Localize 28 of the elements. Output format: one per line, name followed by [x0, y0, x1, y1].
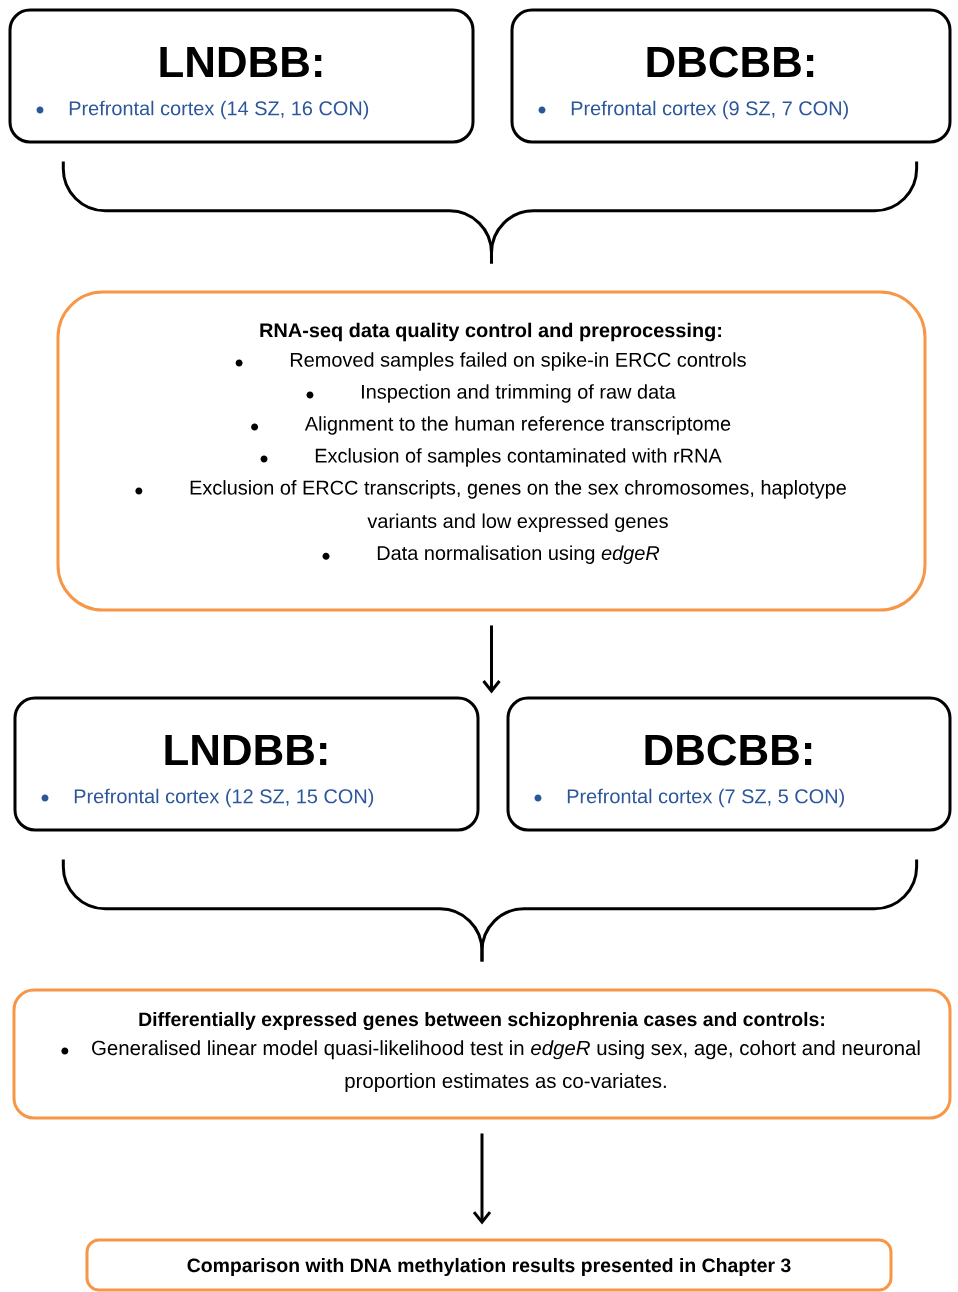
- sample-box: [506, 696, 952, 832]
- box-heading: RNA-seq data quality control and preprocessing:: [260, 322, 721, 342]
- sample-box: [13, 696, 480, 832]
- sample-count: Prefrontal cortex (12 SZ, 15 CON): [74, 788, 374, 808]
- arrow: [482, 625, 501, 694]
- brace-connector: [480, 859, 919, 962]
- brace-connector: [490, 161, 919, 264]
- bullet-item: Alignment to the human reference transcriptome: [304, 416, 731, 435]
- box-heading: Differentially expressed genes between schizophrenia cases and controls:: [139, 1011, 824, 1031]
- arrow: [472, 1133, 492, 1225]
- process-box: [12, 988, 952, 1120]
- result-text: Comparison with DNA methylation results presented in Chapter 3: [187, 1257, 791, 1277]
- bullet-item: Data normalisation using edgeR: [377, 545, 660, 564]
- box-heading: LNDBB:: [160, 46, 322, 78]
- sample-box: [8, 8, 475, 144]
- bullet-item: Generalised linear model quasi-likelihood test in edgeR using sex, age, cohort and neuronal proportion estimates as co-variates.: [92, 1040, 920, 1093]
- result-box: [85, 1238, 893, 1292]
- box-heading: DBCBB:: [645, 734, 812, 766]
- sample-box: [510, 8, 952, 144]
- bullet-item: Inspection and trimming of raw data: [362, 384, 676, 403]
- sample-count: Prefrontal cortex (14 SZ, 16 CON): [69, 100, 369, 120]
- sample-count: Prefrontal cortex (9 SZ, 7 CON): [571, 100, 848, 120]
- box-heading: DBCBB:: [647, 46, 814, 78]
- box-heading: LNDBB:: [165, 734, 327, 766]
- bullet-item: Exclusion of samples contaminated with rRNA: [315, 448, 722, 467]
- process-box: [56, 290, 927, 612]
- bullet-item: Removed samples failed on spike-in ERCC controls: [290, 352, 746, 371]
- sample-count: Prefrontal cortex (7 SZ, 5 CON): [567, 788, 844, 808]
